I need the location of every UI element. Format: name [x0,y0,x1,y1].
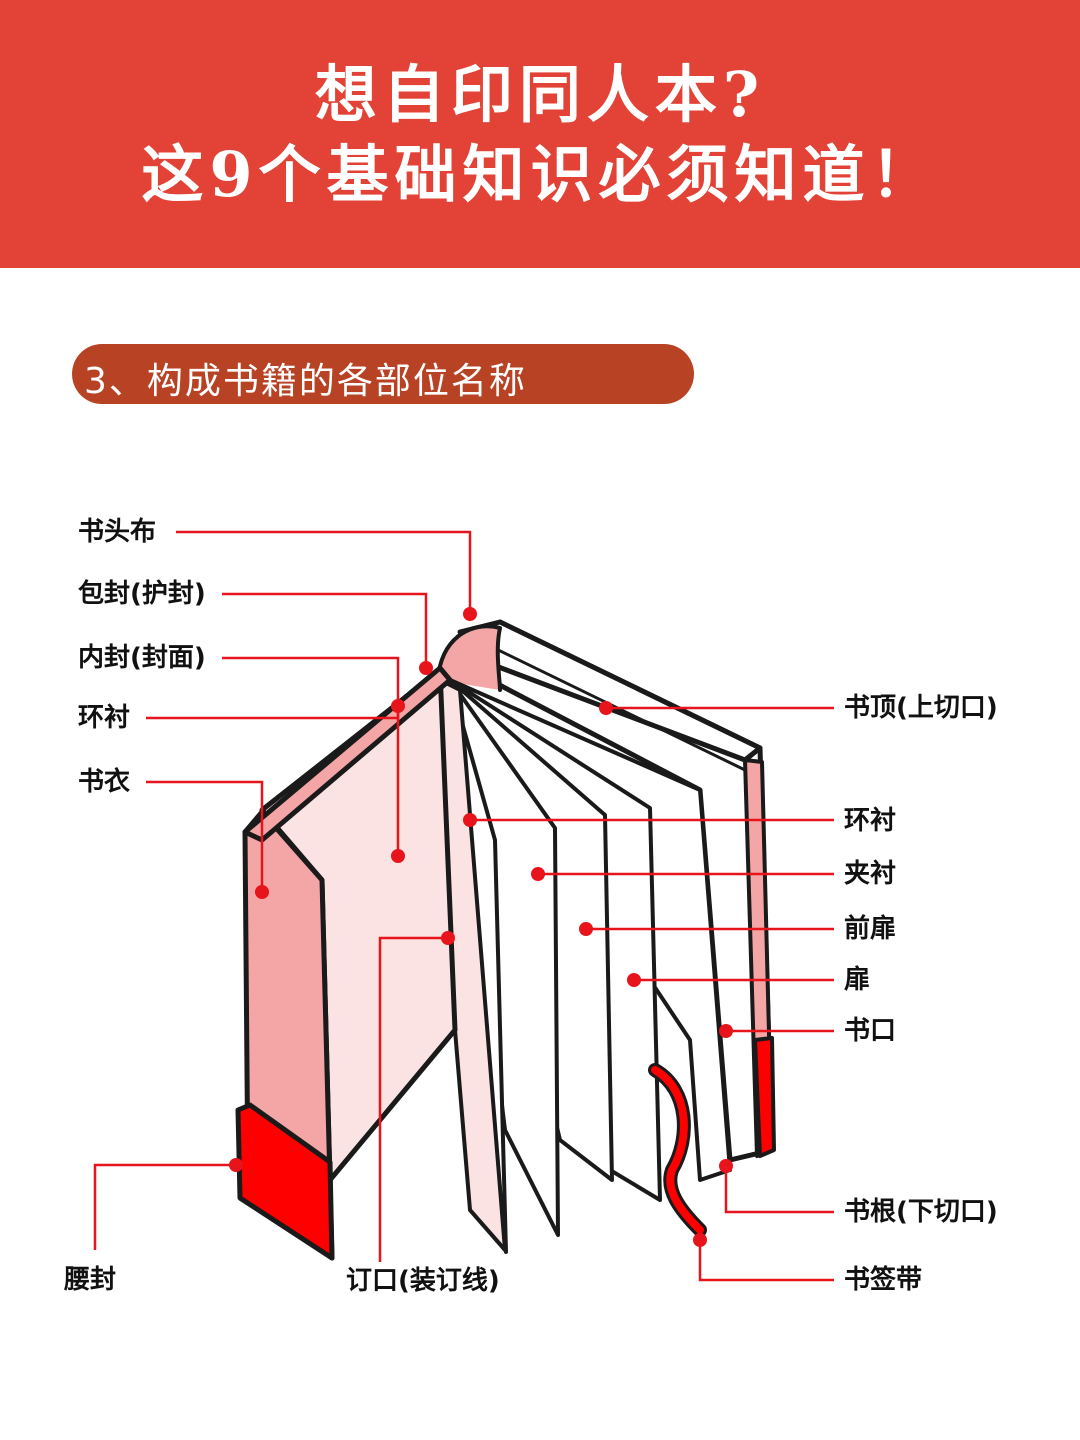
header-banner: 想自印同人本? 这9个基础知识必须知道！ [0,0,1080,268]
label-chenzhi-right: 环衬 [844,806,897,836]
label-qianfei: 前扉 [844,914,897,944]
section-title: 3、构成书籍的各部位名称 [84,361,527,402]
leader-chenzhi-left [146,706,400,720]
label-neifeng: 内封(封面) [78,643,206,673]
leader-shugen [724,1166,834,1214]
right-spine-red-end [753,1036,776,1158]
leader-baofeng [222,592,428,668]
label-yaofeng: 腰封 [64,1265,117,1295]
label-shugen: 书根(下切口) [844,1197,998,1227]
leader-dots [229,607,733,1247]
title-line-2: 这9个基础知识必须知道！ [141,138,939,211]
label-dingkou: 订口(装订线) [346,1266,500,1296]
label-shuyi: 书衣 [78,767,131,797]
label-shukou: 书口 [844,1016,897,1046]
leader-shutoubu [176,530,472,612]
section-title-pill: 3、构成书籍的各部位名称 [72,344,694,404]
label-chenzhi-left: 环衬 [78,703,131,733]
label-shutoubu: 书头布 [78,517,157,547]
label-baofeng: 包封(护封) [78,579,206,609]
headband [436,624,502,692]
label-jiachen: 夹衬 [844,859,897,889]
belly-band [235,1102,335,1261]
leader-yaofeng [93,1163,236,1250]
leader-shuyi [146,780,264,892]
label-shuding: 书顶(上切口) [844,693,998,723]
label-fei: 扉 [844,965,871,995]
leader-shuqiandai [698,1240,834,1282]
leader-neifeng [222,656,400,856]
leader-lines [93,530,834,1282]
title-line-1: 想自印同人本? [314,58,766,131]
leader-dingkou [378,936,448,1262]
label-shuqiandai: 书签带 [844,1265,923,1295]
